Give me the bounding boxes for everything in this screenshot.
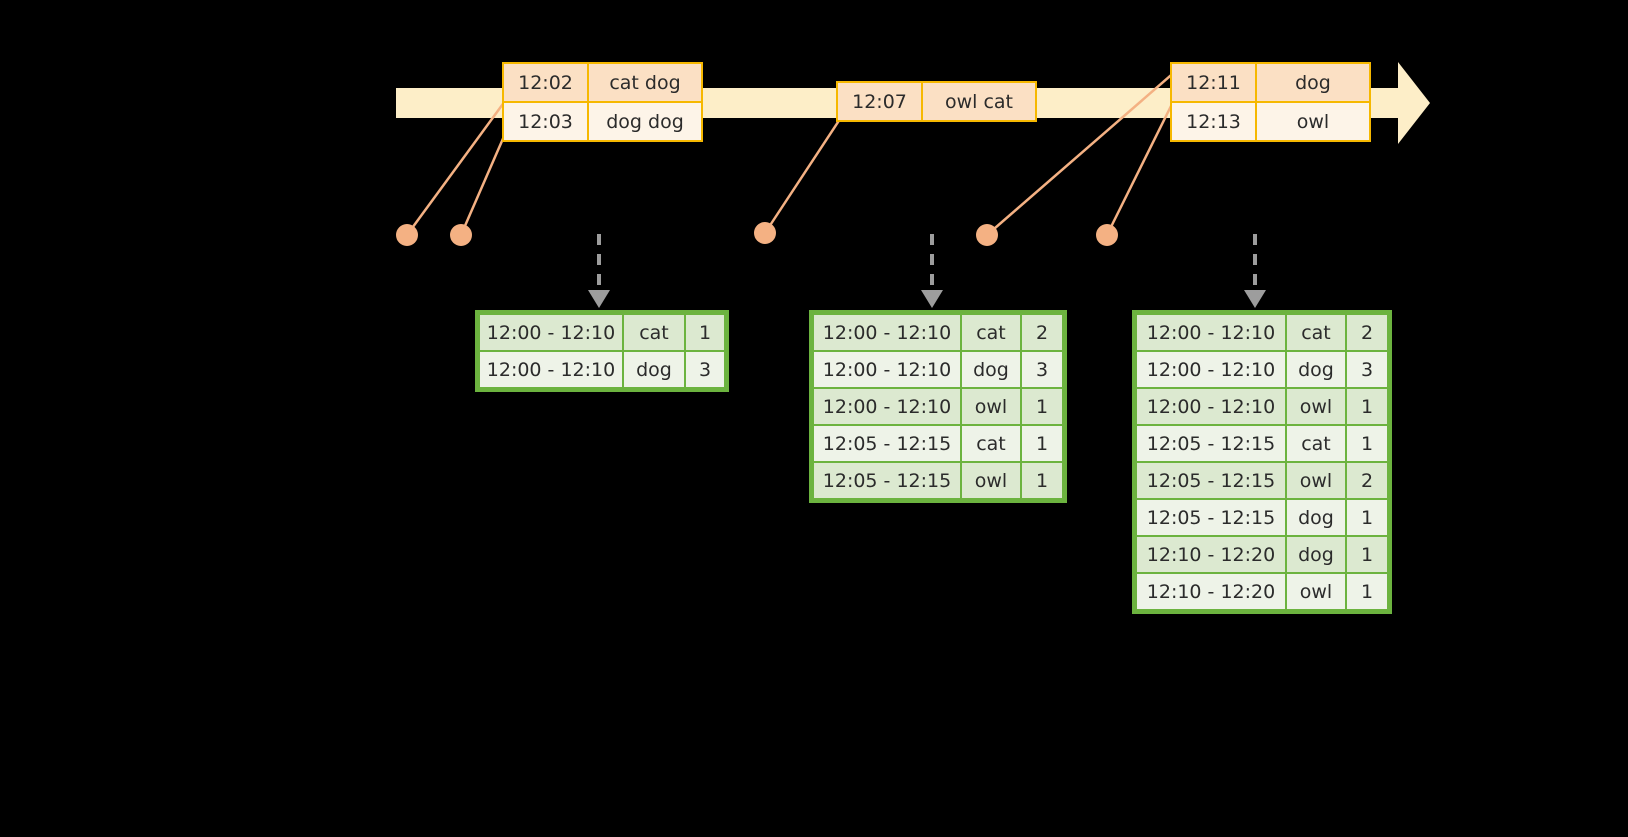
connector-dot-1 <box>396 224 418 246</box>
word-cell: dog <box>623 351 685 388</box>
event-words: dog <box>1257 64 1369 101</box>
connector-dot-5 <box>1096 224 1118 246</box>
word-cell: dog <box>1286 499 1346 536</box>
down-arrow-2-head-icon <box>921 290 943 308</box>
connector-dot-3 <box>754 222 776 244</box>
count-cell: 1 <box>1346 388 1388 425</box>
count-cell: 1 <box>1021 425 1063 462</box>
event-timestamp: 12:11 <box>1172 64 1257 101</box>
count-cell: 1 <box>1346 573 1388 610</box>
connector-dot-2 <box>450 224 472 246</box>
window-cell: 12:05 - 12:15 <box>1136 425 1286 462</box>
window-cell: 12:10 - 12:20 <box>1136 573 1286 610</box>
event-timestamp: 12:02 <box>504 64 589 101</box>
connector-line <box>763 115 844 234</box>
event-timestamp: 12:07 <box>838 83 923 120</box>
window-cell: 12:00 - 12:10 <box>1136 314 1286 351</box>
count-cell: 3 <box>1346 351 1388 388</box>
window-cell: 12:00 - 12:10 <box>813 314 961 351</box>
count-cell: 1 <box>1021 462 1063 499</box>
word-cell: cat <box>1286 425 1346 462</box>
event-words: owl <box>1257 103 1369 140</box>
connector-line <box>1105 103 1174 236</box>
window-cell: 12:05 - 12:15 <box>1136 462 1286 499</box>
word-cell: dog <box>1286 351 1346 388</box>
window-cell: 12:00 - 12:10 <box>1136 351 1286 388</box>
count-cell: 3 <box>1021 351 1063 388</box>
window-cell: 12:00 - 12:10 <box>479 314 623 351</box>
event-words: dog dog <box>589 103 701 140</box>
window-cell: 12:00 - 12:10 <box>813 388 961 425</box>
word-cell: owl <box>1286 462 1346 499</box>
count-cell: 1 <box>1346 425 1388 462</box>
count-cell: 2 <box>1346 314 1388 351</box>
count-cell: 3 <box>685 351 725 388</box>
count-cell: 1 <box>1346 536 1388 573</box>
word-cell: owl <box>961 388 1021 425</box>
down-arrow-1-head-icon <box>588 290 610 308</box>
window-cell: 12:00 - 12:10 <box>813 351 961 388</box>
event-words: owl cat <box>923 83 1035 120</box>
word-cell: dog <box>961 351 1021 388</box>
word-cell: owl <box>1286 388 1346 425</box>
count-cell: 2 <box>1021 314 1063 351</box>
word-cell: owl <box>1286 573 1346 610</box>
window-cell: 12:00 - 12:10 <box>479 351 623 388</box>
count-cell: 1 <box>1346 499 1388 536</box>
connector-dot-4 <box>976 224 998 246</box>
window-cell: 12:05 - 12:15 <box>813 425 961 462</box>
timeline-arrow-icon <box>1398 62 1430 144</box>
window-cell: 12:05 - 12:15 <box>1136 499 1286 536</box>
count-cell: 1 <box>685 314 725 351</box>
count-cell: 2 <box>1346 462 1388 499</box>
down-arrow-3-head-icon <box>1244 290 1266 308</box>
word-cell: cat <box>961 314 1021 351</box>
word-cell: cat <box>623 314 685 351</box>
event-words: cat dog <box>589 64 701 101</box>
word-cell: dog <box>1286 536 1346 573</box>
word-cell: owl <box>961 462 1021 499</box>
count-cell: 1 <box>1021 388 1063 425</box>
window-cell: 12:10 - 12:20 <box>1136 536 1286 573</box>
word-cell: cat <box>961 425 1021 462</box>
window-cell: 12:00 - 12:10 <box>1136 388 1286 425</box>
event-timestamp: 12:03 <box>504 103 589 140</box>
event-timestamp: 12:13 <box>1172 103 1257 140</box>
word-cell: cat <box>1286 314 1346 351</box>
window-cell: 12:05 - 12:15 <box>813 462 961 499</box>
